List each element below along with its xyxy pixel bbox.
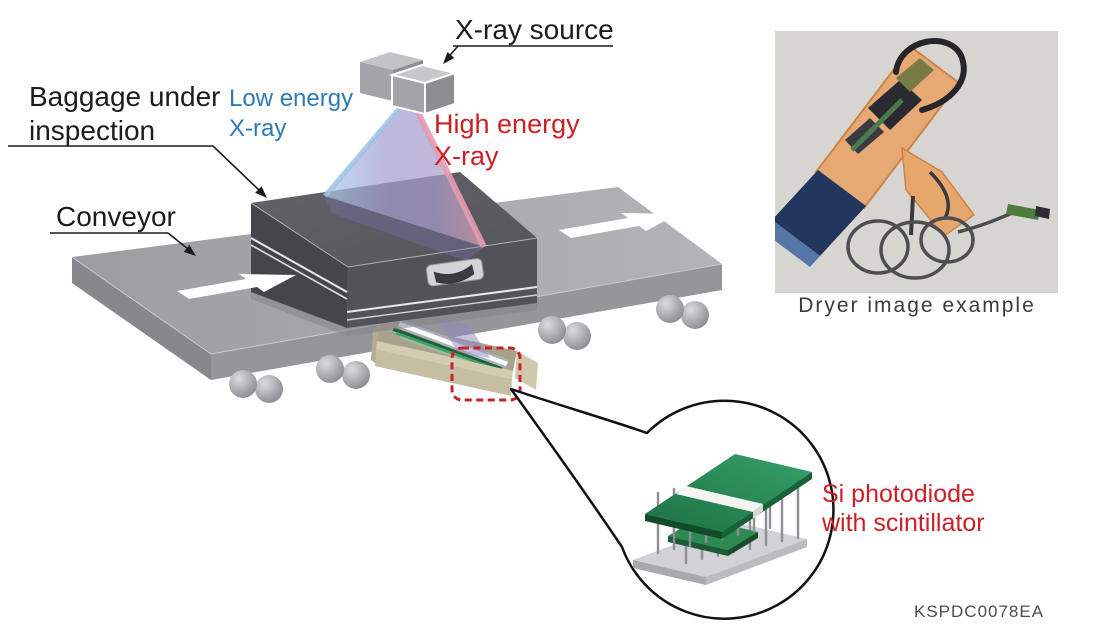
belt-direction-arrows [177, 213, 678, 299]
high-energy-xray-label: High energy X-ray [434, 108, 580, 172]
photodiode-top-board-scintillator [645, 454, 812, 539]
high-energy-line2: X-ray [434, 141, 499, 171]
si-photodiode-label: Si photodiode with scintillator [822, 480, 985, 538]
xray-source-label: X-ray source [455, 14, 614, 45]
dryer-photo-caption: Dryer image example [798, 294, 1036, 317]
photodiode-line1: Si photodiode [822, 480, 975, 508]
line-sensor-module [371, 318, 538, 396]
dryer-hanging-loop [893, 38, 967, 113]
suitcase-handle [425, 258, 484, 287]
low-energy-line2: X-ray [229, 115, 287, 142]
photodiode-illustration [633, 454, 812, 585]
detector-highlight-dashed-box [450, 346, 522, 402]
baggage-suitcase [250, 172, 538, 336]
low-energy-line1: Low energy [229, 85, 354, 112]
xray-source-leader [443, 45, 613, 64]
low-energy-xray-label: Low energy X-ray [229, 84, 353, 144]
conveyor-rollers [229, 295, 709, 403]
baggage-label-line2: inspection [29, 115, 156, 146]
document-code: KSPDC0078EA [914, 602, 1045, 621]
dryer-nozzle-tip [775, 222, 820, 267]
dryer-nozzle [775, 170, 866, 256]
high-energy-beam-edge [407, 94, 487, 249]
xray-source-cubes [360, 52, 459, 116]
photodiode-line2: with scintillator [822, 509, 985, 537]
baggage-label-line1: Baggage under [29, 81, 221, 112]
dryer-plug [1006, 204, 1040, 220]
left-flow-arrow [177, 274, 296, 299]
baggage-leader [8, 145, 267, 198]
dryer-handle [901, 146, 976, 238]
right-flow-arrow [559, 213, 678, 238]
baggage-label: Baggage under inspection [29, 80, 221, 148]
xray-beam [323, 94, 487, 261]
conveyor-leader [50, 232, 196, 256]
leader-lines [8, 45, 613, 256]
high-energy-line1: High energy [434, 109, 580, 139]
low-energy-beam-edge [323, 94, 412, 198]
conveyor-label: Conveyor [56, 201, 176, 232]
dryer-xray-photo [775, 31, 1058, 293]
